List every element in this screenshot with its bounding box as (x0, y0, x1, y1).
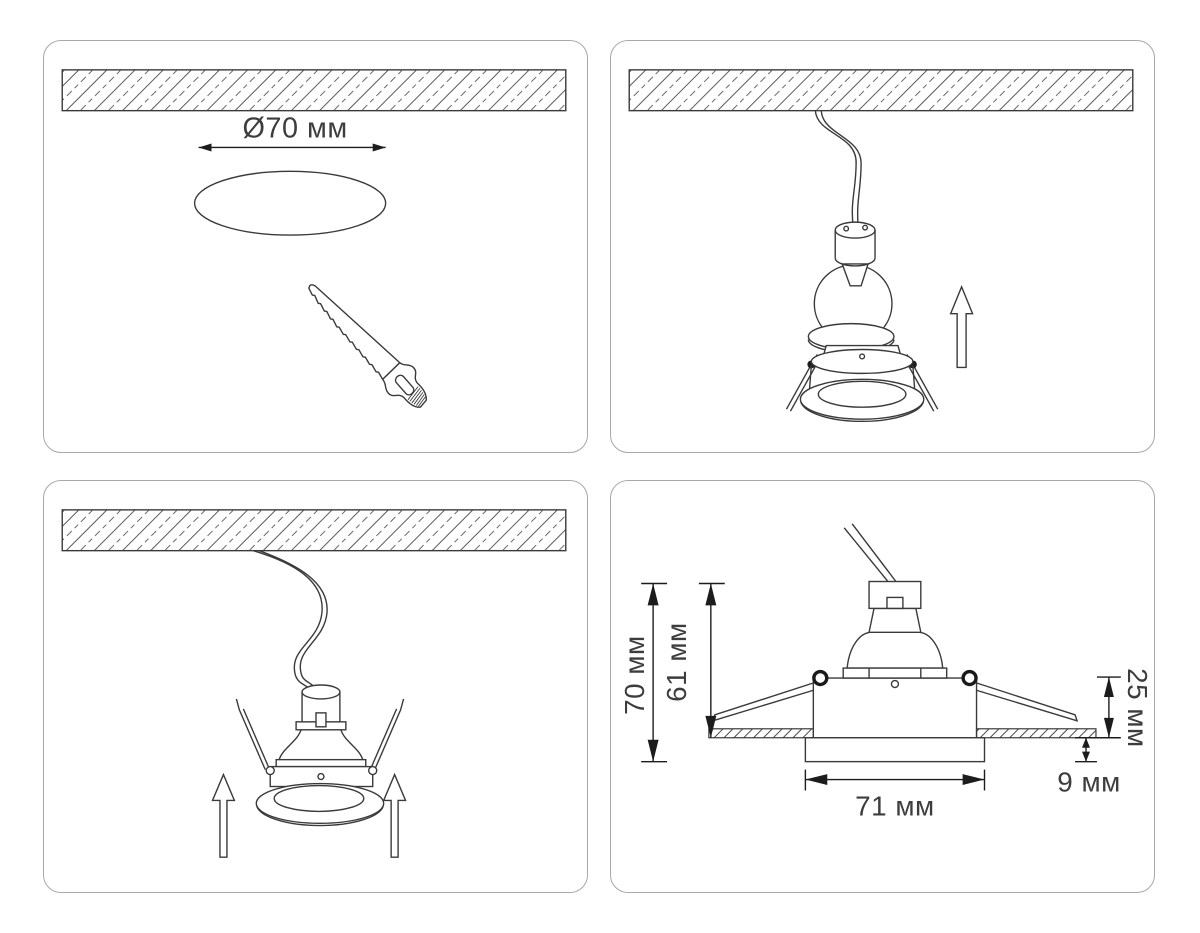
ceiling-hatch (628, 69, 1134, 112)
up-arrow-icon (211, 772, 236, 858)
dimension-70mm: 70 мм (619, 582, 668, 763)
below-ceiling-label: 9 мм (1057, 766, 1121, 797)
ceiling-hatch (61, 509, 567, 552)
trim-ring-cross-section (804, 737, 986, 763)
trim-diameter-label: 71 мм (855, 790, 935, 821)
downlight-cross-section (711, 580, 1079, 739)
up-arrow-icon (949, 284, 974, 369)
panel-step-4-dimensions: 70 мм 61 мм 25 мм (610, 480, 1155, 893)
overall-height-label: 70 мм (619, 635, 650, 715)
diameter-dimension-arrow (198, 143, 386, 152)
ceiling-hatch (61, 69, 567, 112)
assembled-downlight-icon (235, 684, 405, 827)
above-ceiling-label: 25 мм (1122, 668, 1153, 748)
hole-diameter-label: Ø70 мм (243, 113, 348, 145)
power-wire (814, 110, 862, 227)
power-wire (843, 523, 897, 582)
dimension-9mm: 9 мм (1057, 737, 1121, 797)
mounting-ring-icon (785, 344, 939, 423)
clip-pivot (812, 669, 829, 687)
spring-clips (785, 354, 939, 412)
cutout-hole-ellipse (193, 170, 387, 236)
spot-lamp-icon (807, 221, 895, 354)
power-wire (253, 549, 328, 693)
panel-step-2-insert-lamp (610, 40, 1155, 453)
panel-step-1-cut-hole: Ø70 мм (43, 40, 588, 453)
dimension-71mm: 71 мм (804, 769, 986, 821)
up-arrow-icon (382, 772, 407, 858)
dimension-61mm: 61 мм (661, 582, 725, 738)
dimension-25mm: 25 мм (1096, 668, 1153, 748)
hand-saw-icon (308, 284, 427, 408)
spring-clips (235, 698, 405, 770)
recess-height-label: 61 мм (661, 622, 692, 702)
ceiling-cross-section (708, 728, 1097, 739)
panel-step-3-push-into-ceiling (43, 480, 588, 893)
saw-grip-hatch (407, 386, 426, 407)
clip-pivot (961, 669, 978, 687)
